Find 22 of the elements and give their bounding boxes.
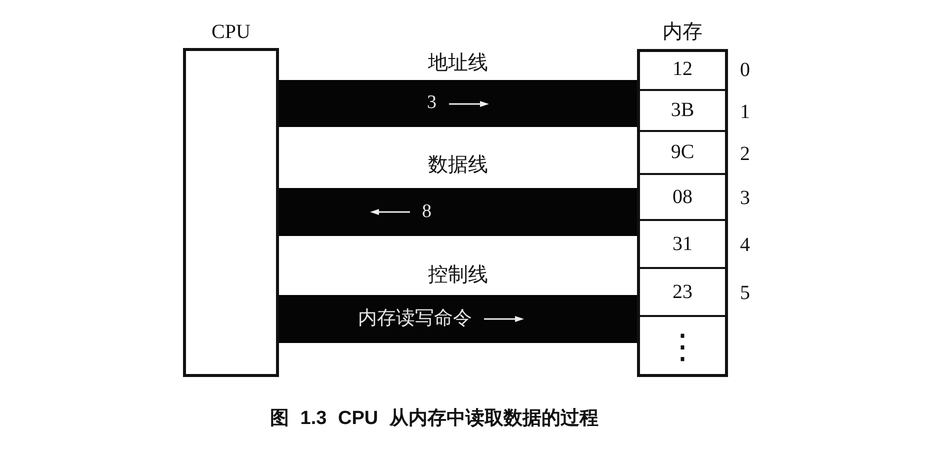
- address-number: 4: [740, 234, 750, 256]
- memory-cell-text: ⋮: [664, 326, 700, 369]
- bus-label: 数据线: [428, 154, 488, 176]
- figure-caption: 图 1.3 CPU 从内存中读取数据的过程: [270, 409, 598, 430]
- memory-cell: 9C: [640, 132, 725, 175]
- bus-label: 控制线: [428, 264, 488, 286]
- memory-cell: 3B: [640, 91, 725, 132]
- bus-signal-text: 3: [427, 93, 436, 114]
- address-number: 2: [740, 142, 750, 164]
- block-title: CPU: [212, 21, 250, 43]
- bus-signal-text: 8: [422, 202, 432, 222]
- memory-cell: 23: [640, 269, 725, 317]
- address-number: 0: [740, 59, 750, 81]
- bus-label: 地址线: [428, 52, 488, 74]
- address-number: 5: [740, 282, 750, 304]
- bus-signal-text: 内存读写命令: [358, 308, 472, 330]
- block-title: 内存: [662, 21, 702, 43]
- address-number: 3: [740, 187, 750, 209]
- memory-cell: 08: [640, 175, 725, 221]
- memory-cell: 31: [640, 221, 725, 269]
- address-number: 1: [740, 100, 750, 122]
- memory-cell: 12: [640, 49, 725, 91]
